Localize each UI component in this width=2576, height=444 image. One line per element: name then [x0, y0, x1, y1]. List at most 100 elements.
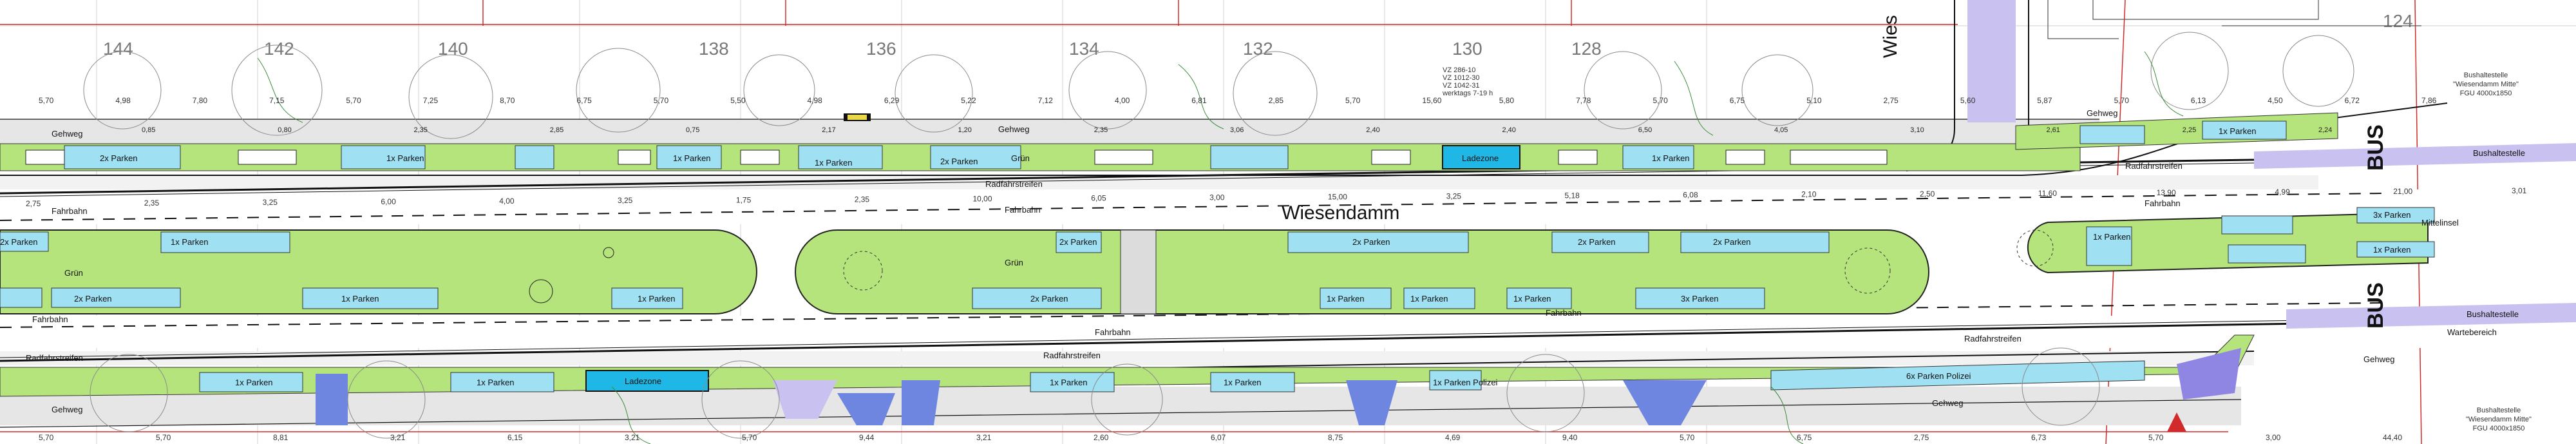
dims-mid-value: 15,00: [1328, 193, 1347, 202]
vz-note-2: VZ 1012-30: [1443, 74, 1479, 82]
sidewalk-label-north-3: Gehweg: [2087, 108, 2117, 118]
dims-extra-value: 0,80: [278, 126, 291, 134]
dims-top-value: 2,85: [1269, 96, 1284, 105]
bus-stop-caption-south: Bushaltestelle "Wiesendamm Mitte" FGU 40…: [2466, 407, 2532, 432]
dims-mid-value: 3,25: [1446, 192, 1462, 201]
dims-extra-value: 0,75: [686, 126, 699, 134]
green-label-1: Grün: [1011, 153, 1030, 163]
dims-bottom-value: 2,60: [1094, 433, 1109, 442]
dims-mid-value: 5,18: [1565, 191, 1580, 200]
median2-bay-2x-c: 2x Parken: [1578, 237, 1616, 247]
dims-mid-value: 3,25: [263, 198, 278, 207]
bay-2x-parken-1: 2x Parken: [100, 153, 138, 163]
bus-marking-south: BUS: [2363, 282, 2388, 329]
bay-1x-parken-1: 1x Parken: [386, 153, 424, 163]
dims-mid-value: 2,35: [144, 198, 160, 208]
dims-top-value: 6,29: [884, 96, 900, 105]
side-street-name: Wies: [1880, 15, 1901, 58]
building-outline: [2047, 0, 2421, 39]
dims-bottom-value: 6,07: [1211, 433, 1226, 442]
dims-extra-value: 6,50: [1638, 126, 1652, 134]
sidewalk-label-north-2: Gehweg: [998, 124, 1029, 134]
bike-lane-label-north: Radfahrstreifen: [985, 179, 1043, 189]
bike-lane-label-south-2: Radfahrstreifen: [1043, 351, 1101, 360]
dims-mid-value: 2,10: [1801, 190, 1817, 199]
dims-top-value: 5,87: [2037, 96, 2052, 105]
dims-top-value: 8,70: [500, 96, 515, 105]
vz-note-1: VZ 286-10: [1443, 66, 1475, 74]
dims-bottom-value: 5,70: [742, 433, 757, 442]
dims-top-value: 2,75: [1884, 96, 1899, 105]
station-124: 124: [2383, 11, 2413, 31]
waiting-area-label: Wartebereich: [2447, 327, 2497, 337]
carriageway-north: [0, 189, 2576, 224]
dims-extra-value: 2,17: [822, 126, 835, 134]
dims-bottom-value: 6,73: [2031, 433, 2047, 442]
south-bay-1x-c: 1x Parken: [1050, 378, 1088, 387]
dims-top-value: 5,70: [2114, 96, 2130, 105]
dims-bottom-value: 2,75: [1914, 433, 1929, 442]
carriageway-label-south-1: Fahrbahn: [32, 314, 68, 324]
dims-top-value: 6,81: [1191, 96, 1207, 105]
bike-lane-label-north-2: Radfahrstreifen: [2125, 161, 2183, 171]
dims-top-value: 4,98: [115, 96, 131, 105]
dims-top-value: 5,70: [654, 96, 669, 105]
dims-extra-value: 2,35: [1094, 126, 1108, 134]
dims-bottom-value: 9,44: [859, 433, 875, 442]
median-island-3: 1x Parken 3x Parken 1x Parken Mittelinse…: [2016, 207, 2459, 274]
traffic-sign-note: VZ 286-10 VZ 1012-30 VZ 1042-31 werktags…: [1442, 66, 1493, 97]
dims-mid-value: 21,00: [2393, 187, 2412, 196]
median3-bay-1x: 1x Parken: [2093, 232, 2131, 242]
bus-caption-north-1: Bushaltestelle: [2464, 72, 2508, 79]
median1-bay-1x-b: 1x Parken: [638, 294, 676, 304]
dims-extra-value: 0,85: [142, 126, 155, 134]
median2-green-label: Grün: [1005, 258, 1023, 267]
pole-marker: [2167, 412, 2186, 432]
south-bay-1x-b: 1x Parken: [477, 378, 515, 387]
dims-bottom-value: 5,70: [2148, 433, 2164, 442]
dims-bottom-value: 3,00: [2266, 433, 2281, 442]
dims-mid-value: 13,90: [2157, 188, 2176, 197]
bus-caption-south-2: "Wiesendamm Mitte": [2466, 416, 2532, 423]
north-bay-1x: 1x Parken: [2219, 126, 2257, 136]
median1-green-label: Grün: [64, 268, 83, 278]
median1-bay-2x: 1x Parken: [171, 237, 209, 247]
bus-caption-north-3: FGU 4000x1850: [2460, 90, 2512, 97]
dims-extra-value: 4,05: [1774, 126, 1788, 134]
sidewalk-north: [0, 119, 2099, 144]
dims-top-value: 6,72: [2345, 96, 2360, 105]
bus-stop-label-north: Bushaltestelle: [2473, 148, 2525, 158]
dims-mid-value: 11,60: [2038, 189, 2057, 198]
bus-stop-label-south: Bushaltestelle: [2467, 309, 2519, 319]
dims-extra-value: 2,24: [2318, 126, 2332, 134]
dims-top-value: 15,60: [1422, 96, 1441, 105]
dims-extra-value: 2,61: [2047, 126, 2060, 134]
bike-lane-label-south-3: Radfahrstreifen: [1964, 334, 2022, 343]
carriageway-label-1: Fahrbahn: [52, 206, 88, 216]
lane-markings: [0, 193, 2383, 328]
median1-bay-1x: 1x Parken: [341, 294, 379, 304]
dims-top-value: 5,70: [346, 96, 361, 105]
dims-mid-value: 1,75: [736, 195, 752, 204]
tree-crowns: [83, 32, 2354, 439]
dims-extra-value: 3,06: [1230, 126, 1244, 134]
dims-top-value: 6,13: [2191, 96, 2206, 105]
median2-bay-2x-e: 2x Parken: [1030, 294, 1068, 304]
dims-top-value: 4,00: [1115, 96, 1130, 105]
carriageway-label-3: Fahrbahn: [2145, 198, 2181, 208]
dims-mid-value: 6,05: [1091, 193, 1106, 202]
median-island-label: Mittelinsel: [2421, 218, 2459, 227]
dims-top-value: 7,86: [2421, 96, 2437, 105]
dims-top-value: 5,50: [730, 96, 746, 105]
dims-top-value: 5,70: [39, 96, 54, 105]
dims-top-value: 5,10: [1806, 96, 1822, 105]
dims-top-value: 7,78: [1576, 96, 1591, 105]
dims-top-value: 5,70: [1345, 96, 1361, 105]
dims-bottom-value: 6,75: [1797, 433, 1812, 442]
median2-bay-1x-c: 1x Parken: [1513, 294, 1551, 304]
median1-bay-2x-b: 2x Parken: [74, 294, 112, 304]
